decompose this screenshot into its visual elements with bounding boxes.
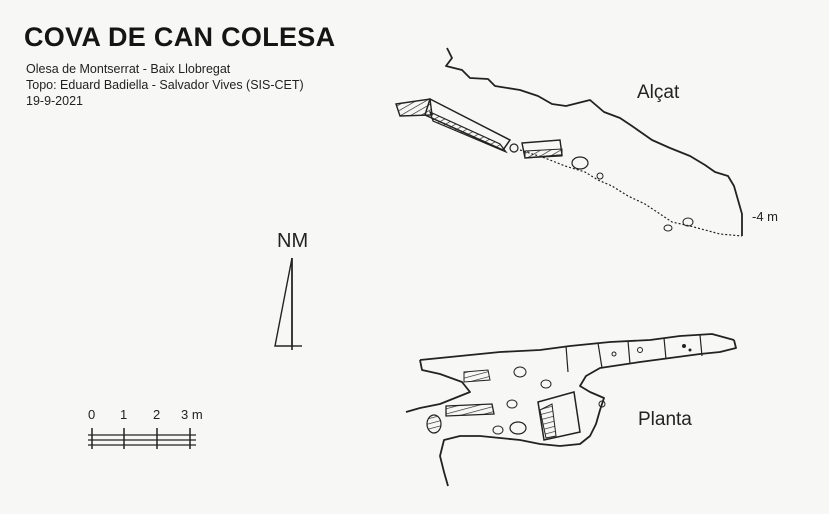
elevation-label: Alçat [637,82,680,103]
location-text: Olesa de Montserrat - Baix Llobregat [26,62,231,76]
scale-tick-1: 1 [120,407,128,422]
north-label: NM [277,230,309,252]
plan-label: Planta [638,409,692,430]
topo-credit-text: Topo: Eduard Badiella - Salvador Vives (… [26,78,304,92]
scale-tick-0: 0 [88,407,96,422]
depth-label: -4 m [752,209,778,224]
scale-tick-3: 3 m [181,407,203,422]
survey-date-text: 19-9-2021 [26,94,83,108]
scale-tick-2: 2 [153,407,161,422]
survey-title: COVA DE CAN COLESA [24,22,336,52]
